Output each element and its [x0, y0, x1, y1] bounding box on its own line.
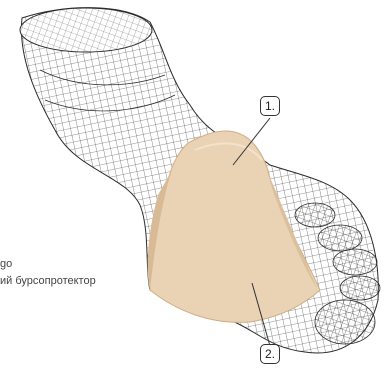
caption-line-1: go [0, 258, 12, 270]
caption-line-2: ий бурсопротектор [0, 275, 96, 287]
callout-1: 1. [260, 96, 280, 116]
callout-2: 2. [260, 344, 280, 364]
